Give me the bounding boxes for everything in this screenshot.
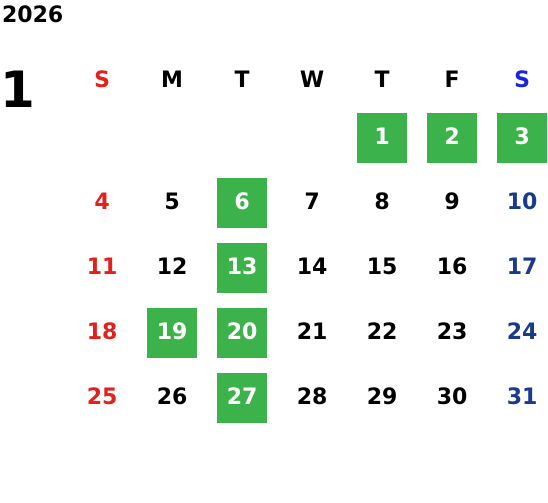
- calendar-day[interactable]: 9: [444, 190, 460, 215]
- calendar-cell: 12: [137, 235, 207, 300]
- calendar-cell: 25: [67, 365, 137, 430]
- calendar-day[interactable]: 4: [94, 190, 110, 215]
- calendar-day[interactable]: 8: [374, 190, 390, 215]
- weekday-header-sunday: S: [94, 67, 110, 93]
- calendar-day[interactable]: 16: [436, 255, 468, 280]
- weekday-header-wednesday: W: [299, 67, 325, 93]
- calendar-day[interactable]: 30: [436, 385, 468, 410]
- calendar-day-highlighted[interactable]: 3: [497, 112, 547, 163]
- calendar-day[interactable]: 28: [296, 385, 328, 410]
- weekday-header-tuesday: T: [234, 67, 250, 93]
- calendar-cell: 8: [347, 170, 417, 235]
- weekday-header-friday: F: [444, 67, 460, 93]
- calendar-cell: 29: [347, 365, 417, 430]
- calendar-day[interactable]: 18: [86, 320, 118, 345]
- calendar-cell: 19: [137, 300, 207, 365]
- calendar-day[interactable]: 15: [366, 255, 398, 280]
- calendar-cell: [207, 105, 277, 170]
- calendar-cell: 18: [67, 300, 137, 365]
- calendar-cell: 4: [67, 170, 137, 235]
- calendar-cell: 30: [417, 365, 487, 430]
- calendar-day-highlighted[interactable]: 6: [217, 177, 267, 228]
- calendar-cell: 27: [207, 365, 277, 430]
- calendar-day-highlighted[interactable]: 1: [357, 112, 407, 163]
- calendar-day[interactable]: 24: [506, 320, 538, 345]
- calendar-cell: 24: [487, 300, 548, 365]
- calendar-day[interactable]: 7: [304, 190, 320, 215]
- calendar-day[interactable]: 23: [436, 320, 468, 345]
- calendar-day[interactable]: 17: [506, 255, 538, 280]
- calendar-day-highlighted[interactable]: 19: [147, 307, 197, 358]
- weekday-header-monday: M: [161, 67, 183, 93]
- calendar-cell: 22: [347, 300, 417, 365]
- calendar-day-highlighted[interactable]: 27: [217, 372, 267, 423]
- calendar-cell: 17: [487, 235, 548, 300]
- calendar-cell: 13: [207, 235, 277, 300]
- weekday-header-saturday: S: [514, 67, 530, 93]
- calendar-year: 2026: [2, 3, 64, 28]
- calendar-month: 1: [0, 61, 35, 119]
- calendar-cell: 6: [207, 170, 277, 235]
- calendar-day[interactable]: 31: [506, 385, 538, 410]
- calendar-cell: 11: [67, 235, 137, 300]
- calendar-cell: 3: [487, 105, 548, 170]
- calendar-cell: [277, 105, 347, 170]
- calendar-cell: 5: [137, 170, 207, 235]
- calendar-day[interactable]: 22: [366, 320, 398, 345]
- calendar-cell: 1: [347, 105, 417, 170]
- calendar-day[interactable]: 14: [296, 255, 328, 280]
- calendar-cell: 10: [487, 170, 548, 235]
- calendar-day-highlighted[interactable]: 13: [217, 242, 267, 293]
- calendar-cell: [67, 105, 137, 170]
- calendar-cell: [137, 105, 207, 170]
- calendar-cell: 28: [277, 365, 347, 430]
- calendar-day[interactable]: 5: [164, 190, 180, 215]
- calendar-day[interactable]: 21: [296, 320, 328, 345]
- calendar-day-highlighted[interactable]: 20: [217, 307, 267, 358]
- calendar-cell: 23: [417, 300, 487, 365]
- weekday-header-thursday: T: [374, 67, 390, 93]
- calendar-cell: 15: [347, 235, 417, 300]
- calendar-cell: 21: [277, 300, 347, 365]
- calendar-cell: 26: [137, 365, 207, 430]
- calendar-day[interactable]: 29: [366, 385, 398, 410]
- calendar-day[interactable]: 25: [86, 385, 118, 410]
- calendar-day[interactable]: 26: [156, 385, 188, 410]
- calendar-cell: 9: [417, 170, 487, 235]
- calendar-day[interactable]: 10: [506, 190, 538, 215]
- calendar-cell: 16: [417, 235, 487, 300]
- calendar-day[interactable]: 11: [86, 255, 118, 280]
- calendar-cell: 31: [487, 365, 548, 430]
- calendar-cell: 14: [277, 235, 347, 300]
- calendar-cell: 7: [277, 170, 347, 235]
- calendar-cell: 2: [417, 105, 487, 170]
- calendar-day-highlighted[interactable]: 2: [427, 112, 477, 163]
- calendar-day[interactable]: 12: [156, 255, 188, 280]
- calendar-cell: 20: [207, 300, 277, 365]
